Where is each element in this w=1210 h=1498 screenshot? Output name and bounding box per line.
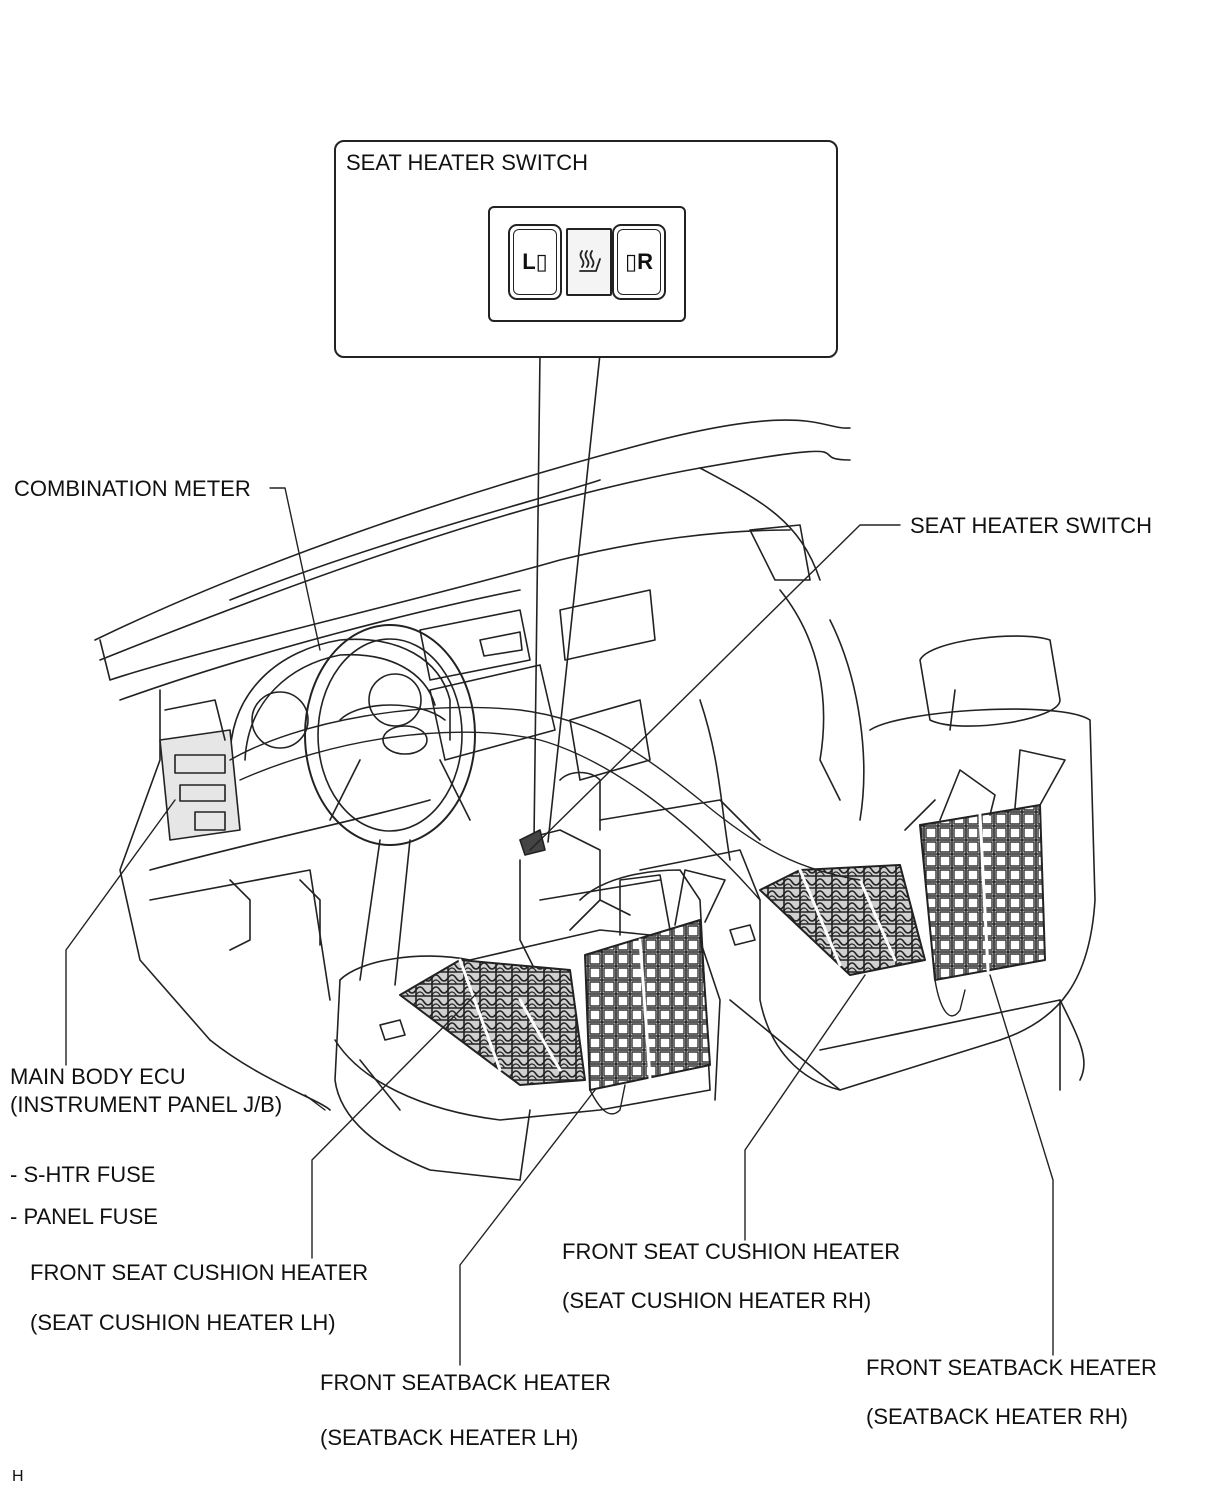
left-button-label: L▯ (522, 249, 548, 274)
right-door (699, 524, 865, 861)
label-instrument-panel-jb: (INSTRUMENT PANEL J/B) (10, 1092, 283, 1117)
label-seatback-heater-rh: (SEATBACK HEATER RH) (866, 1404, 1128, 1429)
windshield-outline (94, 419, 851, 661)
callout-title: SEAT HEATER SWITCH (346, 150, 589, 175)
seat-cushion-heater-lh-shape (379, 958, 586, 1086)
label-front-seat-cushion-heater-rh: FRONT SEAT CUSHION HEATER (562, 1239, 901, 1264)
right-seat-shape (729, 635, 1096, 1091)
steering-wheel-shape (304, 624, 476, 986)
label-front-seat-cushion-heater-lh: FRONT SEAT CUSHION HEATER (30, 1260, 369, 1285)
label-s-htr-fuse: - S-HTR FUSE (10, 1162, 156, 1187)
label-seat-cushion-heater-rh: (SEAT CUSHION HEATER RH) (562, 1288, 872, 1313)
label-seatback-heater-lh: (SEATBACK HEATER LH) (320, 1425, 579, 1450)
seat-heater-switch-callout: SEAT HEATER SWITCH L▯ ▯R (334, 140, 838, 358)
seat-cushion-heater-rh-shape (729, 864, 926, 976)
label-combination-meter: COMBINATION METER (14, 476, 251, 501)
leader-lines (65, 487, 1054, 1366)
seat-heater-switch-panel: L▯ ▯R (488, 206, 686, 322)
label-front-seatback-heater-lh: FRONT SEATBACK HEATER (320, 1370, 611, 1395)
seatback-heater-lh-shape (569, 869, 726, 1091)
seatback-heater-rh-shape (904, 749, 1066, 981)
right-button-label: ▯R (625, 249, 653, 274)
dashboard (99, 529, 791, 1111)
seat-heater-icon (566, 228, 612, 296)
label-panel-fuse: - PANEL FUSE (10, 1204, 158, 1229)
wiring-harness (229, 706, 966, 1115)
label-seat-cushion-heater-lh: (SEAT CUSHION HEATER LH) (30, 1310, 336, 1335)
label-seat-heater-switch: SEAT HEATER SWITCH (910, 513, 1153, 538)
label-main-body-ecu: MAIN BODY ECU (10, 1064, 186, 1089)
main-body-ecu-shape (159, 699, 241, 841)
callout-pointer (533, 353, 601, 843)
label-front-seatback-heater-rh: FRONT SEATBACK HEATER (866, 1355, 1157, 1380)
combination-meter-shape (229, 638, 451, 761)
left-seat-heater-button[interactable]: L▯ (508, 224, 562, 300)
right-seat-heater-button[interactable]: ▯R (612, 224, 666, 300)
corner-mark: H (12, 1468, 24, 1485)
